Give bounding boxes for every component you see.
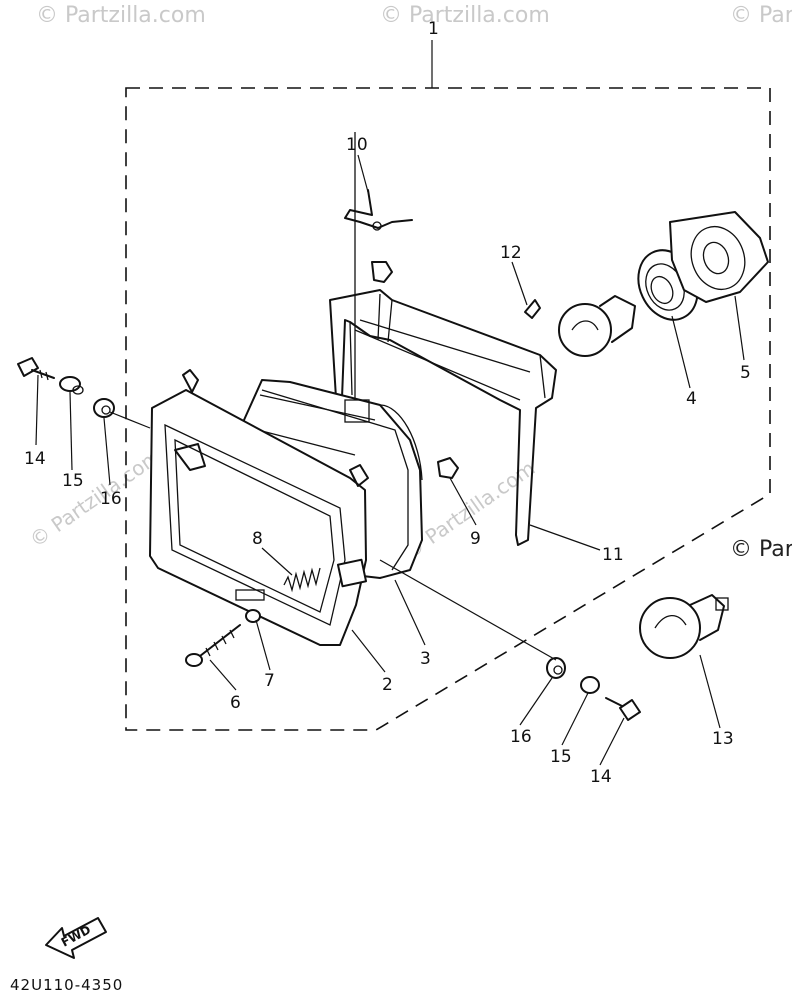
callout-16-left: 16 [100,489,122,509]
callout-4: 4 [686,389,697,409]
headlight-stay [329,261,557,546]
headlight-rim [149,369,369,646]
callout-12: 12 [500,243,522,263]
callout-numbers: 1 2 3 4 5 6 7 8 9 10 11 12 13 14 15 16 1… [24,19,751,787]
spring-8 [283,567,321,593]
callout-16-right: 16 [510,727,532,747]
callout-13: 13 [712,729,734,749]
leader-lines [35,154,745,766]
washer-7 [245,609,261,623]
nut-9 [437,457,459,479]
assembly-boundary [125,87,771,731]
cover-5 [669,211,769,303]
callout-6: 6 [230,693,241,713]
watermark-mid-left: © Partzilla.com [25,444,165,552]
watermark-top-right: © Partzilla.com [730,3,792,28]
screw-6 [185,624,241,667]
right-fasteners [546,657,641,721]
bulb-13 [639,594,729,659]
diagram-code: 42U110-4350 [10,976,123,994]
watermark-top-center: © Partzilla.com [380,3,550,28]
left-fasteners [17,357,115,418]
callout-15-left: 15 [62,471,84,491]
callout-2: 2 [382,675,393,695]
screw-12 [524,299,541,319]
callout-7: 7 [264,671,275,691]
assembly-axis [109,411,151,429]
watermark-top-left: © Partzilla.com [36,3,206,28]
spring-clip-10 [344,189,413,231]
callout-9: 9 [470,529,481,549]
assembly-axis-2 [379,559,557,661]
callout-3: 3 [420,649,431,669]
callout-14-right: 14 [590,767,612,787]
watermark-right-edge: © Partzilla.com [730,537,792,562]
bulb-in-assembly [558,295,636,357]
callout-15-right: 15 [550,747,572,767]
callout-8: 8 [252,529,263,549]
callout-1: 1 [428,19,439,39]
callout-11: 11 [602,545,624,565]
callout-5: 5 [740,363,751,383]
callout-10: 10 [346,135,368,155]
callout-14-left: 14 [24,449,46,469]
fwd-arrow: FWD [45,917,107,959]
